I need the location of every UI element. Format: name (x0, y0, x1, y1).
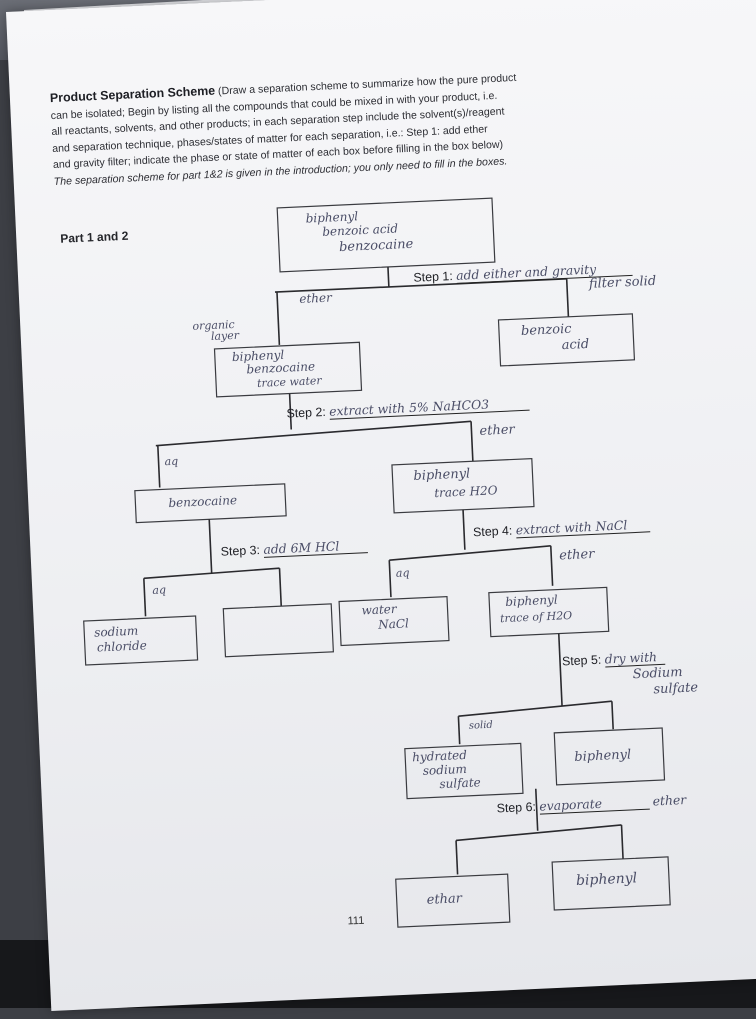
step-1-label: Step 1: (413, 269, 454, 285)
step-3-label: Step 3: (220, 543, 261, 559)
box-final-biphenyl (551, 856, 671, 911)
branch-right-3 (278, 568, 283, 607)
solid-box-item-2: acid (561, 336, 590, 354)
branch-line-step4 (389, 545, 551, 561)
biphenyl-box-item-1: biphenyl (504, 592, 558, 609)
phase-label-ether-4: ether (558, 546, 595, 564)
box-empty (222, 603, 334, 658)
box-sodium-chloride (83, 615, 199, 666)
liquid-box-biphenyl: biphenyl (574, 747, 632, 765)
branch-line-step3 (143, 567, 280, 580)
phase-label-aq-4: aq (395, 566, 410, 580)
step-1-answer-cont: filter solid (588, 273, 657, 292)
final-box-biphenyl: biphenyl (575, 870, 638, 890)
phase-label-solid: solid (468, 719, 494, 732)
branch-left-2 (157, 445, 161, 488)
box-benzoic-acid (497, 313, 636, 367)
nacl-box-item-1: sodium (93, 623, 139, 640)
phase-label-aq-3: aq (152, 583, 167, 597)
branch-left-6 (455, 840, 459, 875)
nacl-box-item-2: chloride (96, 638, 148, 655)
branch-right-5 (611, 701, 614, 730)
branch-line-step5 (458, 700, 612, 717)
connector-step3 (208, 519, 213, 574)
branch-left-5 (457, 716, 461, 745)
branch-line-step6 (455, 824, 622, 842)
branch-right-2 (470, 421, 474, 462)
box-biphenyl-trace-h2o (488, 586, 610, 638)
branch-line-step1 (274, 278, 567, 293)
branch-left-3 (143, 578, 147, 617)
step-5-label: Step 5: (561, 652, 602, 669)
step-4-label: Step 4: (472, 523, 513, 540)
page-number: 111 (347, 914, 365, 928)
water-box-item-1: water (361, 601, 397, 618)
box-final-ether (395, 873, 511, 928)
phase-label-ether-2: ether (479, 422, 516, 439)
solid-box-item-1: benzoic (520, 321, 572, 339)
final-box-ether: ethar (426, 891, 463, 908)
connector-step4 (462, 509, 466, 550)
connector-step6 (534, 788, 539, 831)
branch-right-1 (565, 278, 570, 317)
box-water-nacl (338, 595, 450, 647)
separation-tree (83, 197, 671, 928)
phase-label-ether-1: ether (299, 290, 333, 306)
branch-left-4 (388, 560, 392, 598)
step-6-answer-cont: ether (652, 791, 687, 809)
step-5-answer-cont-2: sulfate (653, 680, 699, 698)
box-biphenyl-trace-water (391, 457, 535, 514)
sulfate-box-item-3: sulfate (439, 775, 481, 792)
connector-step5 (557, 633, 563, 706)
box-biphenyl-liquid (553, 727, 666, 786)
water-box-item-2: NaCl (377, 616, 410, 632)
worksheet-page: Product Separation Scheme (Draw a separa… (6, 0, 756, 1011)
branch-left-1 (276, 291, 281, 345)
branch-line-step2 (155, 420, 472, 447)
top-box-item-3: benzocaine (338, 236, 414, 256)
branch-right-6 (620, 824, 624, 859)
step-2-label: Step 2: (286, 404, 327, 421)
phase-label-layer: layer (210, 328, 240, 344)
step-6-label: Step 6: (496, 799, 537, 816)
branch-right-4 (549, 545, 554, 586)
box-benzocaine (134, 483, 287, 524)
ether-box-item-1: biphenyl (413, 466, 471, 484)
connector-top (387, 266, 390, 287)
step-5-answer: dry with (604, 648, 666, 668)
phase-label-aq-2: aq (164, 454, 179, 469)
box-hydrated-sodium-sulfate (404, 742, 524, 800)
step-5-answer-cont-1: Sodium (632, 664, 683, 683)
connector-step2 (288, 393, 293, 430)
